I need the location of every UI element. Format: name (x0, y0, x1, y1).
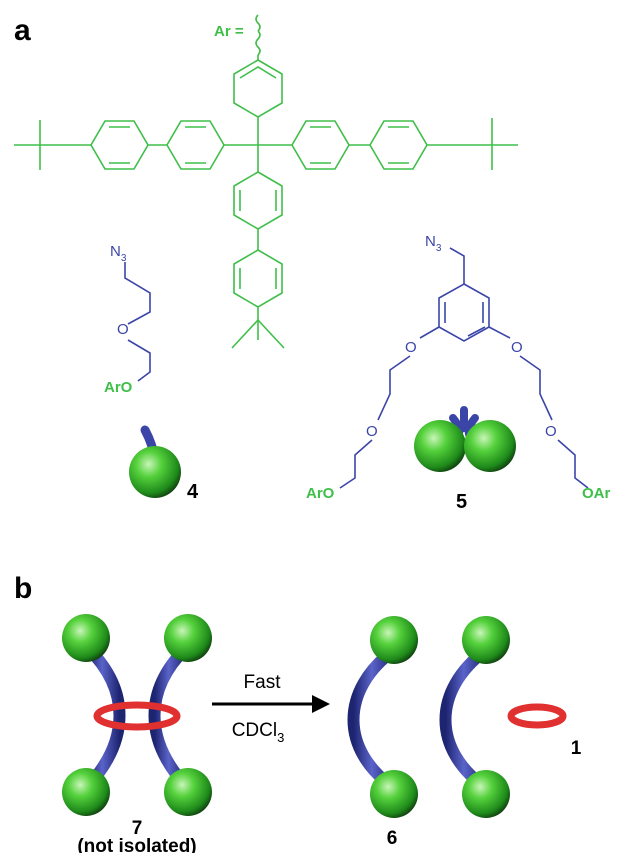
complex-7: 7 (not isolated) (62, 614, 212, 853)
reaction-arrow: Fast CDCl3 (212, 672, 330, 745)
axles-6: 6 (347, 616, 510, 849)
c7-sphere-tl (62, 614, 110, 662)
phenyl-right-outer (369, 120, 428, 170)
c5-aro: ArO (306, 485, 335, 502)
phenyl-down-inner (233, 171, 283, 230)
axle-6b (439, 644, 492, 794)
macrocycle-1: 1 (507, 703, 582, 759)
complex-note: (not isolated) (77, 836, 196, 853)
compound-5: N3 O O O ArO O OAr 5 (306, 233, 611, 513)
axle-6b-sphere-top (462, 616, 510, 664)
axle-6b-sphere-bottom (462, 770, 510, 818)
arrow-label-bottom: CDCl3 (232, 720, 285, 745)
ring-number: 1 (571, 738, 582, 759)
complex-number: 7 (132, 818, 143, 839)
c7-sphere-bl (62, 768, 110, 816)
c5-n3: N3 (425, 233, 442, 254)
arrow-label-top: Fast (244, 672, 282, 693)
ar-equals-label: Ar = (214, 23, 244, 40)
panel-b-label: b (14, 572, 32, 605)
phenyl-left-inner (166, 120, 225, 170)
c5-o-left: O (405, 339, 417, 356)
phenyl-top (233, 59, 283, 118)
free-ring (507, 703, 567, 729)
wavy-bond (255, 14, 261, 56)
phenyl-down-outer (233, 249, 283, 308)
c7-axle-1 (82, 642, 126, 792)
c5-oar: OAr (582, 485, 611, 502)
c7-sphere-br (164, 768, 212, 816)
compound-4: N3 O ArO 4 (104, 243, 199, 503)
c5-left-chain (377, 355, 411, 421)
c5-o-low-left: O (366, 423, 378, 440)
c7-axle-2 (148, 642, 192, 792)
c5-sphere-left (414, 420, 466, 472)
c5-benzene (438, 283, 490, 342)
c4-chain (124, 262, 151, 325)
c5-o-right: O (511, 339, 523, 356)
c5-sphere-right (464, 420, 516, 472)
c5-number: 5 (456, 491, 467, 513)
axle-6a (347, 644, 400, 794)
phenyl-left-outer (90, 120, 149, 170)
axle-number: 6 (387, 828, 398, 849)
axle-6a-sphere-top (370, 616, 418, 664)
arrow-head (312, 695, 330, 713)
c4-stopper-sphere (129, 446, 181, 498)
phenyl-right-inner (291, 120, 350, 170)
c4-number: 4 (187, 481, 199, 503)
c7-sphere-tr (164, 614, 212, 662)
ar-structure: Ar = (14, 14, 518, 349)
c4-n3: N3 (110, 243, 127, 264)
c4-o: O (117, 321, 129, 338)
c5-o-low-right: O (545, 423, 557, 440)
panel-a-label: a (14, 14, 31, 47)
c4-aro: ArO (104, 379, 133, 396)
c7-macrocycle-ring (93, 701, 181, 731)
axle-6a-sphere-bottom (370, 770, 418, 818)
c5-right-chain (519, 355, 553, 421)
